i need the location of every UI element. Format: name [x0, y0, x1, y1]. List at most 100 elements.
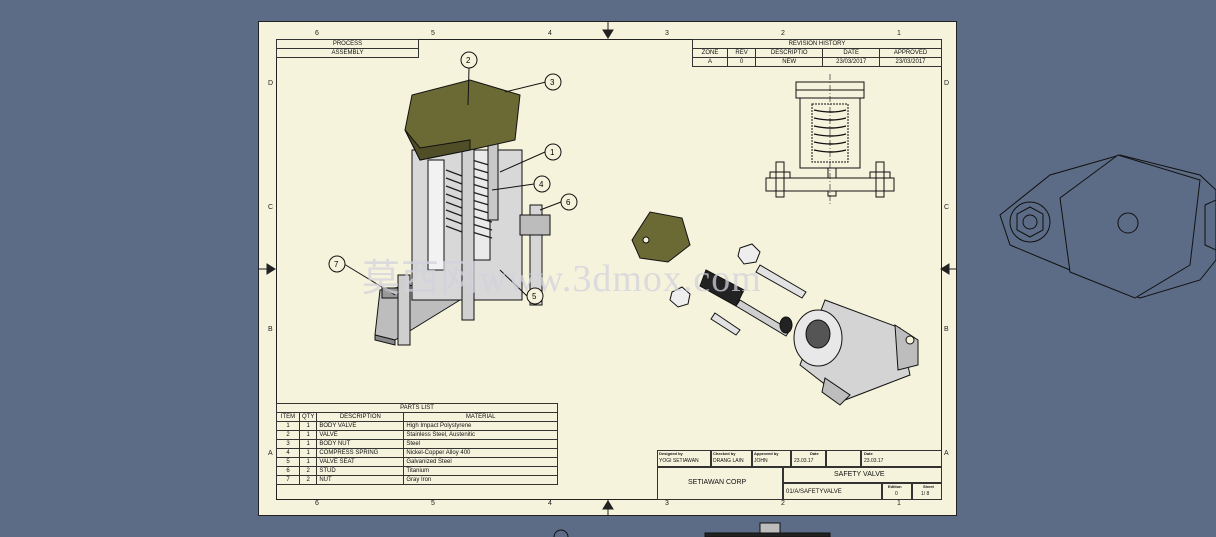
nut-left — [381, 287, 399, 299]
title-cell: SAFETY VALVE — [783, 467, 942, 483]
zone-row-label: A — [944, 450, 949, 457]
stud-left — [397, 274, 411, 346]
balloon-6[interactable]: 6 — [560, 193, 578, 211]
valve-seat-edge — [374, 334, 396, 346]
checked-by-value: DRANG LAIN — [713, 458, 744, 464]
approval-spacer-cell — [826, 450, 861, 467]
rev-cell: NEW — [755, 57, 824, 67]
zone-col-label: 1 — [897, 500, 901, 507]
edition-cell: Edition 0 — [882, 483, 912, 500]
part-material: Gray Iron — [403, 475, 558, 485]
exploded-valve-stem — [735, 299, 791, 337]
body-valve-cavity-left — [427, 159, 445, 271]
balloon-6-label: 6 — [566, 198, 571, 207]
centering-marks — [259, 22, 956, 515]
date2-cell: Date 23.03.17 — [861, 450, 942, 467]
zone-col-label: 6 — [315, 30, 319, 37]
zone-row-label: C — [944, 204, 950, 211]
zone-row-label: C — [268, 204, 274, 211]
approved-by-label: Approved by — [754, 451, 779, 456]
compress-spring — [445, 159, 493, 239]
company-cell: SETIAWAN CORP — [657, 467, 783, 500]
zone-row-label: D — [944, 80, 950, 87]
balloon-3-label: 3 — [550, 78, 555, 87]
sheet-label: Sheet — [923, 484, 934, 489]
exploded-nut-left — [669, 286, 691, 308]
part-balloons — [343, 67, 562, 297]
balloon-4[interactable]: 4 — [533, 175, 551, 193]
zone-col-label: 5 — [431, 30, 435, 37]
part-qty: 2 — [298, 475, 318, 485]
balloon-2[interactable]: 2 — [460, 51, 478, 69]
balloon-4-label: 4 — [539, 180, 544, 189]
title-block: Designed by YOGI SETIAWAN Checked by DRA… — [657, 450, 942, 500]
part-description: NUT — [316, 475, 405, 485]
zone-col-label: 6 — [315, 500, 319, 507]
background-bottom-partial — [553, 522, 831, 537]
balloon-group: 1 2 3 4 5 6 7 — [328, 51, 578, 305]
zone-row-label: B — [944, 326, 949, 333]
balloon-2-label: 2 — [466, 56, 471, 65]
zone-col-label: 3 — [665, 500, 669, 507]
exploded-stud-left — [710, 312, 741, 336]
exploded-view[interactable] — [631, 211, 919, 406]
balloon-1[interactable]: 1 — [544, 143, 562, 161]
balloon-5[interactable]: 5 — [526, 287, 544, 305]
body-nut-shade — [404, 129, 471, 161]
front-view[interactable] — [765, 74, 895, 205]
zone-col-label: 2 — [781, 500, 785, 507]
balloon-1-label: 1 — [550, 148, 555, 157]
revision-history-table: REVISION HISTORY ZONE REV DESCRIPTIO DAT… — [691, 39, 942, 67]
date-label: Date — [810, 451, 819, 456]
zone-col-label: 5 — [431, 500, 435, 507]
exploded-nut-top — [737, 243, 761, 265]
exploded-stud-top — [755, 264, 807, 299]
sheet-cell: Sheet 1/ 8 — [912, 483, 942, 500]
balloon-3[interactable]: 3 — [544, 73, 562, 91]
date2-label: Date — [864, 451, 873, 456]
edition-value: 0 — [895, 491, 898, 497]
zone-row-label: D — [268, 80, 274, 87]
drawing-number: 01/A/SAFETYVALVE — [786, 489, 842, 495]
designed-by-label: Designed by — [659, 451, 683, 456]
date-cell: Date 23.03.17 — [791, 450, 826, 467]
table-row: A 0 NEW 23/03/2017 23/03/2017 — [691, 57, 942, 67]
zone-col-label: 1 — [897, 30, 901, 37]
approved-by-cell: Approved by JOHN — [752, 450, 791, 467]
rev-cell: 23/03/2017 — [879, 57, 942, 67]
edition-label: Edition — [888, 484, 902, 489]
date-value: 23.03.17 — [794, 458, 814, 464]
watermark-text: 莫西网www.3dmox.com — [362, 258, 762, 300]
zone-row-label: A — [268, 450, 273, 457]
assembly-label: ASSEMBLY — [276, 48, 419, 58]
sheet-value: 1/ 8 — [921, 491, 930, 497]
designed-by-cell: Designed by YOGI SETIAWAN — [657, 450, 711, 467]
checked-by-label: Checked by — [713, 451, 736, 456]
background-partial-drawing — [999, 154, 1216, 299]
nut-right — [519, 214, 551, 236]
zone-col-label: 4 — [548, 500, 552, 507]
balloon-5-label: 5 — [532, 292, 537, 301]
zone-col-label: 3 — [665, 30, 669, 37]
approved-by-value: JOHN — [754, 458, 768, 464]
designed-by-value: YOGI SETIAWAN — [659, 458, 699, 464]
drawing-title: SAFETY VALVE — [834, 471, 885, 478]
balloon-7-label: 7 — [334, 260, 339, 269]
zone-col-label: 2 — [781, 30, 785, 37]
balloon-7[interactable]: 7 — [328, 255, 346, 273]
exploded-valve-disc — [779, 316, 793, 334]
checked-by-cell: Checked by DRANG LAIN — [711, 450, 752, 467]
exploded-body-nut — [631, 211, 691, 263]
drawing-number-cell: 01/A/SAFETYVALVE — [783, 483, 882, 500]
section-view-assembly[interactable] — [374, 79, 551, 346]
zone-row-label: B — [268, 326, 273, 333]
process-block: PROCESS ASSEMBLY — [276, 39, 419, 58]
company-name: SETIAWAN CORP — [688, 479, 747, 486]
zone-col-label: 4 — [548, 30, 552, 37]
parts-list-table: PARTS LIST ITEM QTY DESCRIPTION MATERIAL… — [276, 403, 558, 485]
date2-value: 23.03.17 — [864, 458, 884, 464]
